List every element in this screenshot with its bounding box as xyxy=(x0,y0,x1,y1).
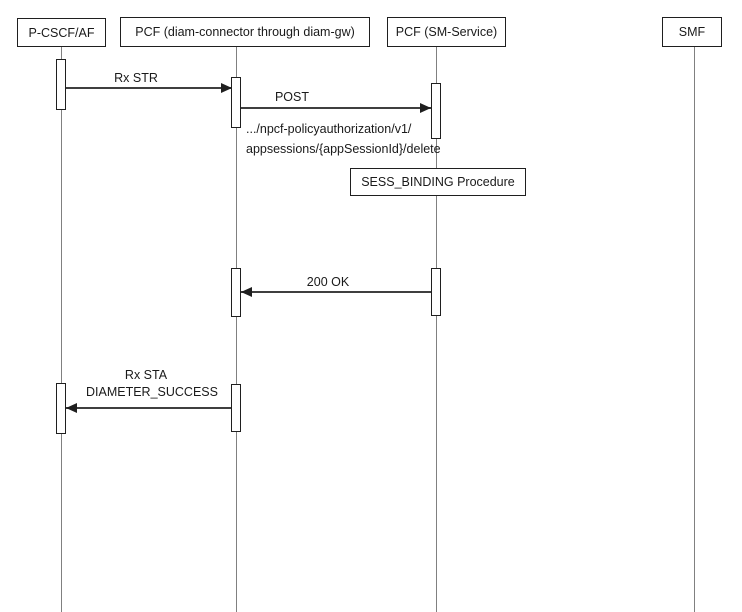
arrowhead-right-icon xyxy=(420,103,431,113)
actor-label-pcf-sm-service: PCF (SM-Service) xyxy=(395,25,498,39)
message-arrow-200-ok xyxy=(241,291,431,293)
activation-pcf-diam-connector-2 xyxy=(231,268,241,317)
message-label-post: POST xyxy=(274,90,310,104)
procedure-box: SESS_BINDING Procedure xyxy=(350,168,526,196)
arrowhead-left-icon xyxy=(241,287,252,297)
message-label-rx-str: Rx STR xyxy=(114,71,158,85)
message-arrow-rx-str xyxy=(66,87,231,89)
message-label-rx-sta: Rx STA DIAMETER_SUCCESS xyxy=(86,367,218,401)
actor-label-pcf-diam-connector: PCF (diam-connector through diam-gw) xyxy=(135,25,355,39)
actor-label-pcscf-af: P-CSCF/AF xyxy=(28,25,95,40)
lifeline-pcf-diam-connector xyxy=(236,47,237,612)
activation-pcf-sm-service-2 xyxy=(431,268,441,316)
lifeline-pcscf-af xyxy=(61,47,62,612)
activation-pcf-diam-connector-3 xyxy=(231,384,241,432)
message-path-post: .../npcf-policyauthorization/v1/ appsess… xyxy=(246,119,446,159)
activation-pcscf-af-1 xyxy=(56,59,66,110)
actor-label-smf: SMF xyxy=(678,25,706,39)
lifeline-smf xyxy=(694,47,695,612)
activation-pcscf-af-2 xyxy=(56,383,66,434)
message-label-rx-sta-line-2: DIAMETER_SUCCESS xyxy=(86,385,218,399)
arrowhead-left-icon xyxy=(66,403,77,413)
actor-box-pcf-sm-service: PCF (SM-Service) xyxy=(387,17,506,47)
message-path-line-1: .../npcf-policyauthorization/v1/ xyxy=(246,122,412,136)
lifeline-pcf-sm-service xyxy=(436,47,437,612)
message-arrow-post xyxy=(241,107,431,109)
actor-box-pcf-diam-connector: PCF (diam-connector through diam-gw) xyxy=(120,17,370,47)
arrowhead-right-icon xyxy=(221,83,232,93)
procedure-box-label: SESS_BINDING Procedure xyxy=(361,175,515,189)
activation-pcf-sm-service-1 xyxy=(431,83,441,139)
message-arrow-rx-sta xyxy=(66,407,231,409)
message-label-rx-sta-line-1: Rx STA xyxy=(124,368,168,382)
message-path-line-2: appsessions/{appSessionId}/delete xyxy=(246,142,441,156)
message-label-200-ok: 200 OK xyxy=(306,275,350,289)
actor-box-smf: SMF xyxy=(662,17,722,47)
actor-box-pcscf-af: P-CSCF/AF xyxy=(17,18,106,47)
activation-pcf-diam-connector-1 xyxy=(231,77,241,128)
